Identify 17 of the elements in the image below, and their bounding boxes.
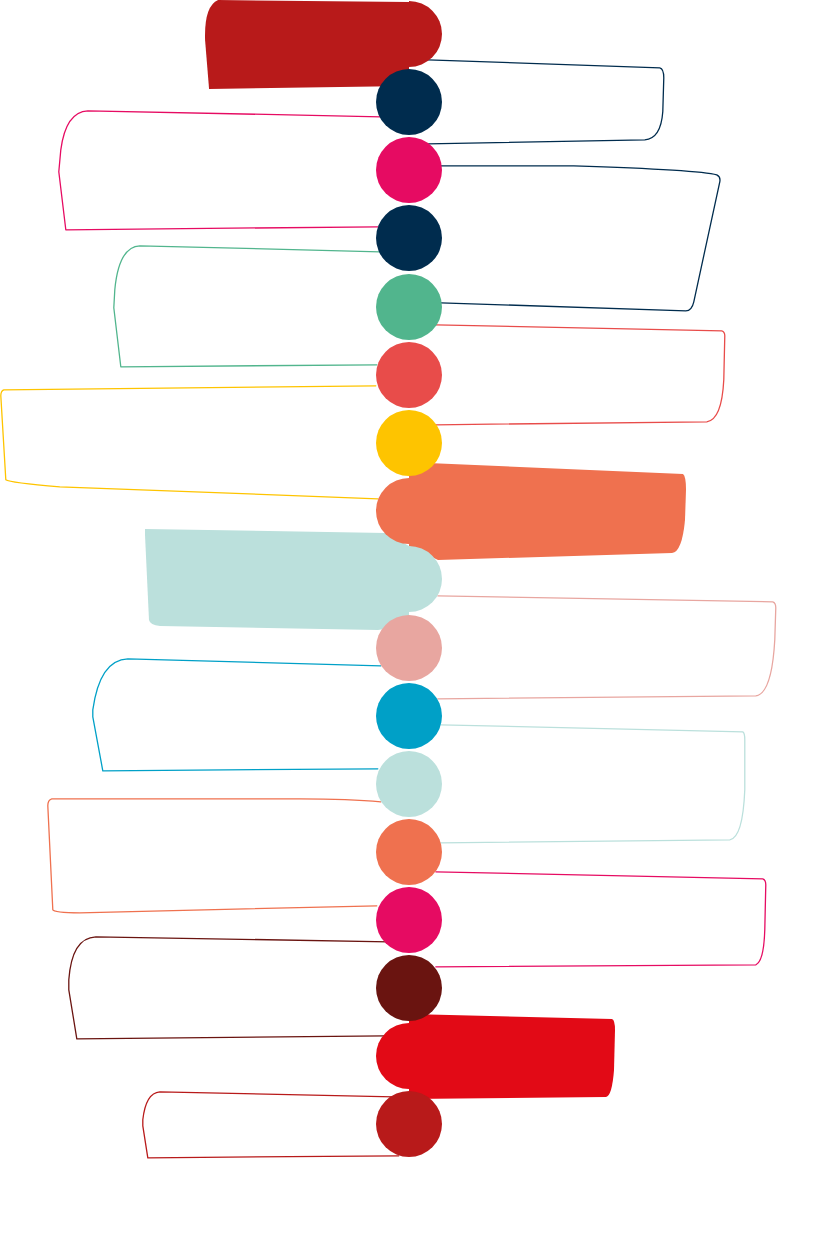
callout-frame bbox=[435, 324, 726, 426]
callout-frame bbox=[142, 1091, 400, 1159]
circle-marker bbox=[376, 1091, 442, 1157]
callout-frame bbox=[0, 385, 379, 500]
callout-frame bbox=[435, 871, 767, 968]
callout-frame bbox=[427, 59, 665, 145]
callout-frame bbox=[440, 165, 721, 312]
callout-banner bbox=[145, 529, 409, 630]
callout-frame bbox=[437, 595, 777, 700]
callout-frame bbox=[113, 245, 381, 368]
callout-banner bbox=[204, 0, 409, 89]
callout-frame bbox=[92, 658, 382, 772]
callout-banner bbox=[409, 1014, 615, 1099]
callout-frame bbox=[440, 724, 746, 844]
callout-banner bbox=[409, 463, 686, 560]
callout-frame bbox=[47, 798, 382, 914]
callout-frame bbox=[58, 110, 382, 231]
